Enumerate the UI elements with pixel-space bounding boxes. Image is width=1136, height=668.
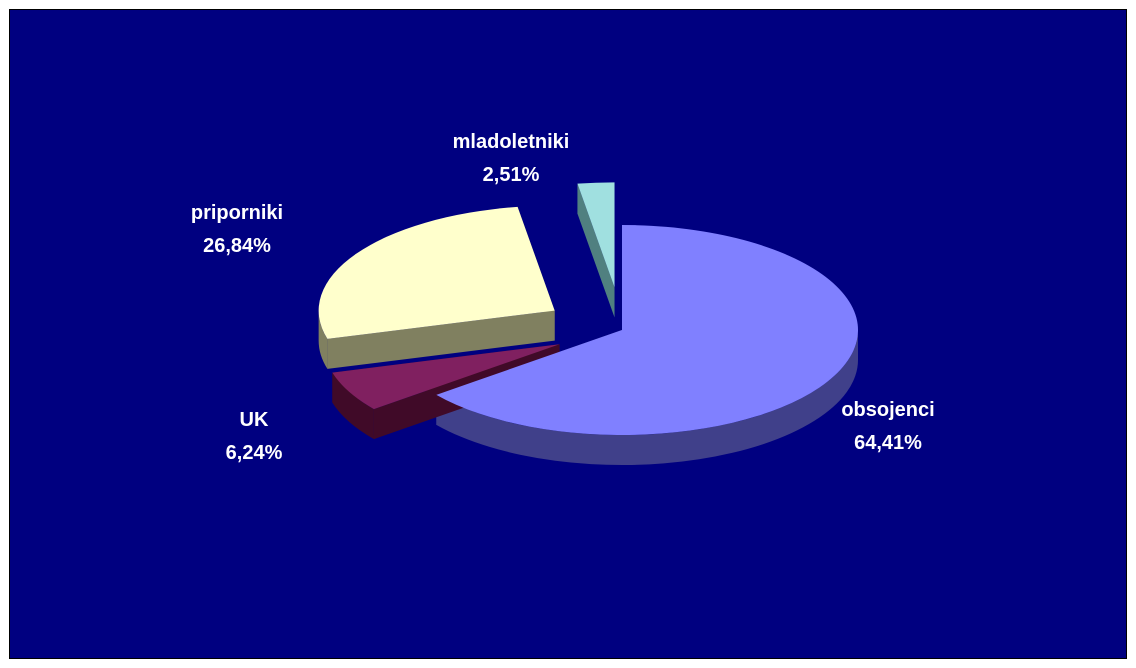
slice-mladoletniki bbox=[577, 182, 615, 288]
label-uk-percent: 6,24% bbox=[226, 442, 283, 464]
slice-obsojenci bbox=[436, 225, 858, 435]
chart-area: obsojenci 64,41% UK 6,24% priporniki 26,84% ml… bbox=[9, 9, 1127, 659]
label-priporniki-name: priporniki bbox=[191, 202, 283, 224]
slice-side-mladoletniki bbox=[577, 183, 615, 318]
label-obsojenci-percent: 64,41% bbox=[854, 432, 922, 454]
label-mladoletniki-percent: 2,51% bbox=[483, 164, 540, 186]
pie-chart: obsojenci 64,41% UK 6,24% priporniki 26,84% ml… bbox=[191, 131, 935, 465]
label-priporniki-percent: 26,84% bbox=[203, 235, 271, 257]
label-uk-name: UK bbox=[240, 409, 269, 431]
slice-priporniki bbox=[318, 206, 555, 339]
slice-uk bbox=[332, 344, 560, 410]
label-mladoletniki-name: mladoletniki bbox=[453, 131, 570, 153]
label-obsojenci-name: obsojenci bbox=[841, 399, 934, 421]
